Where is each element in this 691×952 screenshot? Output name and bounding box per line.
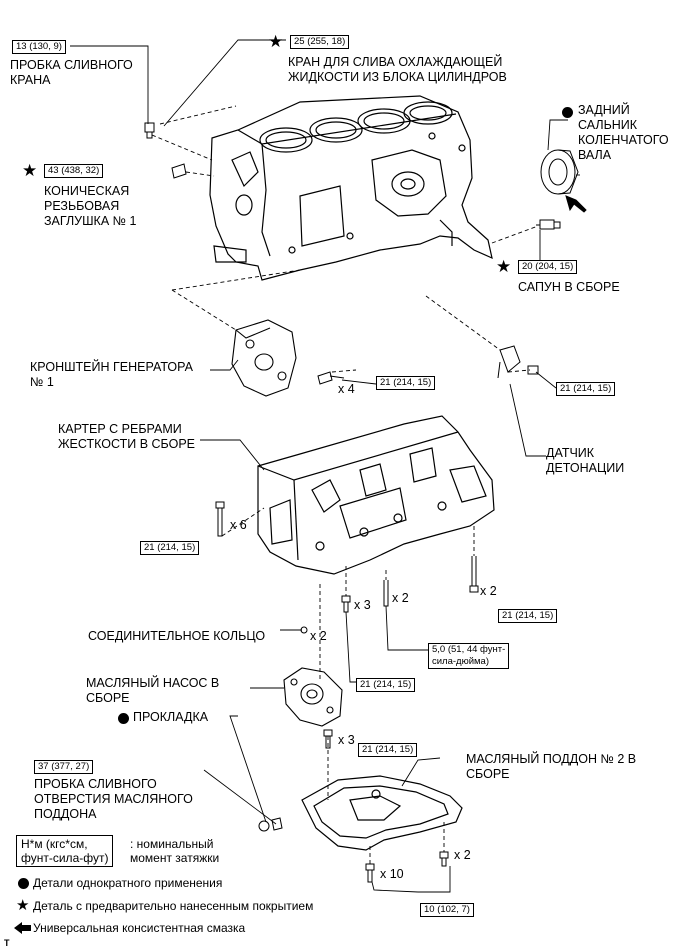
taper-plug-label: КОНИЧЕСКАЯ РЕЗЬБОВАЯ ЗАГЛУШКА № 1 xyxy=(44,184,137,228)
breather-label: САПУН В СБОРЕ xyxy=(518,280,620,294)
bracket-bolt-torque-box: 21 (214, 15) xyxy=(376,376,436,390)
pan-bolt-torque-box: 10 (102, 7) xyxy=(420,903,474,917)
legend-unit-box: Н*м (кгс*см, фунт-сила-фут) xyxy=(16,835,114,867)
stud-qty-right: x 2 xyxy=(480,584,497,598)
oil-pump-torque-box: 21 (214, 15) xyxy=(356,678,416,692)
stiffening-crankcase-label: КАРТЕР С РЕБРАМИ ЖЕСТКОСТИ В СБОРЕ xyxy=(58,422,195,451)
drain-plug-torque-box: 13 (130, 9) xyxy=(12,40,66,54)
coolant-cock-torque-box: 25 (255, 18) xyxy=(290,35,350,49)
cylinder-block-drawing xyxy=(209,95,493,281)
drain-plug-label: ПРОБКА СЛИВНОГО КРАНА xyxy=(10,58,133,87)
oil-pan-label: МАСЛЯНЫЙ ПОДДОН № 2 В СБОРЕ xyxy=(466,752,637,781)
non-reusable-dot-icon xyxy=(118,713,129,724)
oil-pump-drawing xyxy=(283,667,343,727)
mid-stud-torque-box: 5,0 (51, 44 фунт- сила-дюйма) xyxy=(428,643,510,669)
crankcase-bolt-torque-box: 21 (214, 15) xyxy=(140,541,200,555)
legend-precoated: Деталь с предварительно нанесенным покры… xyxy=(33,899,314,913)
bracket-bolt-qty: x 4 xyxy=(338,382,355,396)
small-plugs-drawing xyxy=(144,122,561,230)
legend-non-reusable: Детали однократного применения xyxy=(33,876,223,890)
precoated-star-icon: ★ xyxy=(496,257,512,276)
stud-qty-left: x 3 xyxy=(354,598,371,612)
corner-mark: T xyxy=(4,938,10,948)
pan-bolt-qty-right: x 2 xyxy=(454,848,471,862)
oil-drain-plug-label: ПРОБКА СЛИВНОГО ОТВЕРСТИЯ МАСЛЯНОГО ПОДД… xyxy=(34,777,193,821)
rear-oil-seal-drawing xyxy=(540,149,579,195)
legend-unit-text: : номинальный момент затяжки xyxy=(130,837,220,865)
generator-bracket-label: КРОНШТЕЙН ГЕНЕРАТОРА № 1 xyxy=(30,360,193,389)
gasket-label: ПРОКЛАДКА xyxy=(133,710,209,724)
knock-sensor-torque-box: 21 (214, 15) xyxy=(556,382,616,396)
stud-right-torque-box: 21 (214, 15) xyxy=(498,609,558,623)
taper-plug-torque-box: 43 (438, 32) xyxy=(44,164,104,178)
connecting-ring-label: СОЕДИНИТЕЛЬНОЕ КОЛЬЦО xyxy=(88,629,266,643)
alignment-lines xyxy=(151,105,580,864)
stiffening-crankcase-drawing xyxy=(257,415,495,575)
oil-pump-label: МАСЛЯНЫЙ НАСОС В СБОРЕ xyxy=(86,676,220,705)
crankcase-bolt-qty: x 6 xyxy=(230,518,247,532)
precoated-star-icon: ★ xyxy=(22,161,38,180)
connecting-ring-qty: x 2 xyxy=(310,629,327,643)
knock-sensor-drawing xyxy=(497,345,539,379)
knock-sensor-label: ДАТЧИК ДЕТОНАЦИИ xyxy=(546,446,625,475)
legend-dot-icon xyxy=(18,878,29,889)
coolant-cock-label: КРАН ДЛЯ СЛИВА ОХЛАЖДАЮЩЕЙ ЖИДКОСТИ ИЗ Б… xyxy=(288,55,507,84)
legend-grease: Универсальная консистентная смазка xyxy=(33,921,246,935)
generator-bracket-drawing xyxy=(231,319,297,397)
crankcase-bolts-drawing xyxy=(215,501,479,634)
legend-star-icon: ★ xyxy=(16,897,30,914)
pan-bolts-drawing xyxy=(365,851,449,883)
grease-arrow-icon xyxy=(565,195,587,213)
bracket-bolt-drawing xyxy=(317,371,345,385)
breather-torque-box: 20 (204, 15) xyxy=(518,260,578,274)
pump-bolt-torque-box: 21 (214, 15) xyxy=(358,743,418,757)
rear-oil-seal-label: ЗАДНИЙ САЛЬНИК КОЛЕНЧАТОГО ВАЛА xyxy=(578,103,669,162)
non-reusable-dot-icon xyxy=(562,107,573,118)
stud-qty-mid: x 2 xyxy=(392,591,409,605)
oil-pan-drawing xyxy=(301,775,463,851)
oil-drain-plug-torque-box: 37 (377, 27) xyxy=(34,760,94,774)
precoated-star-icon: ★ xyxy=(268,32,284,51)
leader-lines xyxy=(70,39,568,893)
drain-plug-drawing xyxy=(258,817,283,832)
legend-grease-arrow-icon xyxy=(14,922,31,934)
pump-bolt-qty: x 3 xyxy=(338,733,355,747)
pan-bolt-qty-left: x 10 xyxy=(380,867,404,881)
